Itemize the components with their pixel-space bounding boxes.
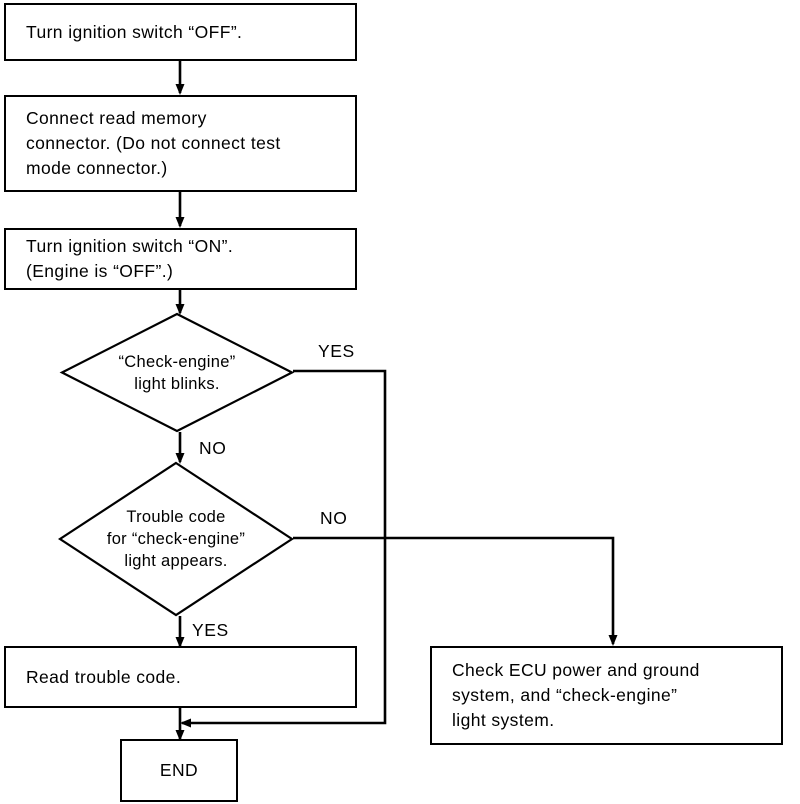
node-trouble-code-appears-line-3: light appears. — [124, 552, 228, 570]
node-connect-read-memory-line-1: Connect read memory — [26, 108, 207, 128]
node-read-trouble-code[interactable]: Read trouble code. — [4, 646, 357, 708]
node-check-ecu-power[interactable]: Check ECU power and ground system, and “… — [430, 646, 783, 745]
arrowhead-to-ignition-on — [175, 217, 185, 228]
connector-code-no-path — [293, 536, 615, 644]
node-connect-read-memory-line-3: mode connector.) — [26, 158, 168, 178]
edge-label-blinks-no: NO — [199, 438, 227, 458]
node-trouble-code-appears-line-1: Trouble code — [126, 508, 226, 526]
decision-diamond-shape — [57, 461, 295, 617]
node-check-engine-blinks-line-1: “Check-engine” — [118, 352, 236, 371]
arrowhead-yes-into-end-trunk — [180, 718, 191, 728]
node-check-engine-blinks-line-2: light blinks. — [134, 374, 220, 393]
node-check-ecu-power-line-3: light system. — [452, 710, 555, 730]
node-check-engine-blinks[interactable]: “Check-engine” light blinks. — [59, 312, 295, 433]
node-check-ecu-power-line-2: system, and “check-engine” — [452, 685, 678, 705]
decision-diamond-shape — [59, 312, 295, 433]
node-trouble-code-appears-line-2: for “check-engine” — [106, 530, 246, 548]
node-turn-ignition-on-line-2: (Engine is “OFF”.) — [26, 261, 174, 281]
node-turn-ignition-off[interactable]: Turn ignition switch “OFF”. — [4, 3, 357, 61]
node-connect-read-memory[interactable]: Connect read memory connector. (Do not c… — [4, 95, 357, 192]
node-connect-read-memory-line-2: connector. (Do not connect test — [26, 133, 281, 153]
node-check-ecu-power-line-1: Check ECU power and ground — [452, 660, 700, 680]
node-turn-ignition-on[interactable]: Turn ignition switch “ON”. (Engine is “O… — [4, 228, 357, 290]
node-end[interactable]: END — [120, 739, 238, 802]
arrowhead-to-connect — [175, 84, 185, 95]
node-turn-ignition-on-line-1: Turn ignition switch “ON”. — [26, 236, 234, 256]
node-trouble-code-appears[interactable]: Trouble code for “check-engine” light ap… — [57, 461, 295, 617]
edge-label-code-yes: YES — [192, 620, 229, 640]
arrowhead-to-check-ecu — [608, 635, 618, 646]
node-turn-ignition-off-line-1: Turn ignition switch “OFF”. — [26, 21, 243, 42]
edge-label-blinks-yes: YES — [318, 341, 355, 361]
node-end-label: END — [159, 760, 199, 780]
node-check-engine-blinks-text: “Check-engine” light blinks. — [61, 313, 293, 432]
edge-label-code-no: NO — [320, 508, 348, 528]
node-read-trouble-code-line-1: Read trouble code. — [26, 666, 182, 687]
node-trouble-code-appears-text: Trouble code for “check-engine” light ap… — [59, 462, 293, 616]
